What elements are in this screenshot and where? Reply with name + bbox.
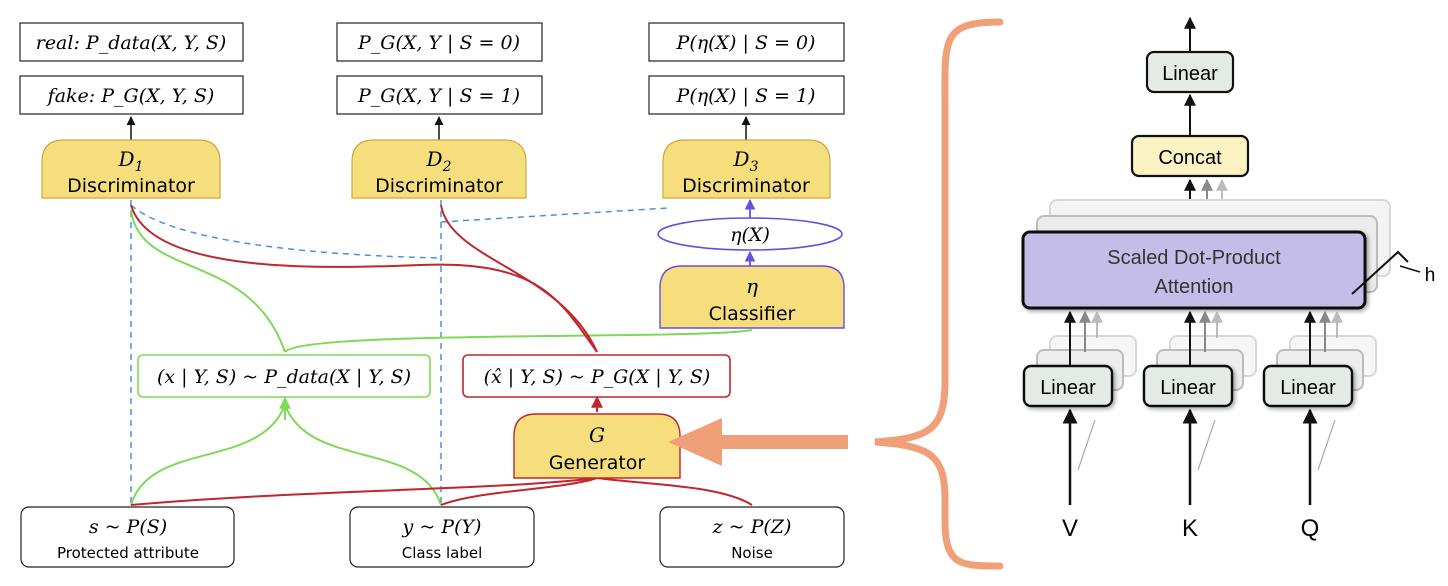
generator-label: Generator: [549, 452, 646, 474]
generator-symbol: G: [589, 423, 605, 447]
output-box-d1-real: real: P_data(X, Y, S): [19, 22, 244, 62]
output-box-d2-s1: P_G(X, Y | S = 1): [336, 75, 543, 115]
curly-brace: [874, 18, 1004, 570]
concat-text: Concat: [1158, 147, 1222, 169]
linear-k-box: Linear: [1142, 364, 1234, 408]
output-box-d1-fake: fake: P_G(X, Y, S): [19, 75, 244, 115]
output-d3-s1-text: P(η(X) | S = 1): [676, 85, 816, 107]
arrows-linear-to-attention: [1064, 310, 1343, 366]
attention-text-line2: Attention: [1155, 276, 1234, 298]
classifier-label: Classifier: [709, 303, 796, 325]
real-sample-text: (x | Y, S) ~ P_data(X | Y, S): [157, 366, 411, 388]
input-z-formula: z ~ P(Z): [712, 516, 792, 538]
input-y-formula: y ~ P(Y): [402, 516, 482, 538]
generator-box: G Generator: [513, 413, 681, 479]
d1-label: Discriminator: [67, 175, 195, 197]
d2-label: Discriminator: [375, 175, 503, 197]
heads-tick: [1399, 265, 1421, 273]
output-d1-fake-text: fake: P_G(X, Y, S): [46, 85, 215, 107]
linear-k-text: Linear: [1160, 377, 1216, 399]
attention-text-line1: Scaled Dot-Product: [1107, 247, 1281, 269]
concat-box: Concat: [1130, 134, 1250, 178]
d3-label: Discriminator: [682, 175, 810, 197]
eta-output-ellipse: η(X): [657, 217, 843, 251]
output-d3-s0-text: P(η(X) | S = 0): [676, 32, 816, 54]
fake-sample-box: (x̂ | Y, S) ~ P_G(X | Y, S): [462, 354, 731, 398]
input-z-label: Noise: [731, 544, 773, 562]
output-d2-s0-text: P_G(X, Y | S = 0): [357, 32, 520, 54]
discriminator-d2: D2 Discriminator: [351, 139, 527, 199]
linear-v-box: Linear: [1022, 364, 1114, 408]
output-box-d3-s1: P(η(X) | S = 1): [648, 75, 845, 115]
input-s-formula: s ~ P(S): [89, 516, 167, 538]
linear-q-text: Linear: [1280, 377, 1336, 399]
arrows-inputs-to-linear: [1062, 408, 1318, 505]
red-fake-curves: [130, 204, 753, 506]
linear-top-text: Linear: [1162, 63, 1218, 85]
input-s-label: Protected attribute: [57, 544, 199, 562]
discriminator-d1: D1 Discriminator: [41, 139, 221, 199]
output-d2-s1-text: P_G(X, Y | S = 1): [357, 85, 520, 107]
heads-bracket: [1351, 250, 1409, 295]
attention-box: Scaled Dot-Product Attention: [1021, 230, 1367, 310]
d2-symbol: D2: [426, 147, 452, 175]
linear-top-box: Linear: [1145, 50, 1235, 94]
arrows-inputs-shadow: [1077, 419, 1336, 471]
classifier-box: η Classifier: [659, 265, 845, 329]
input-v-label: V: [1062, 515, 1078, 542]
classifier-symbol: η: [746, 274, 758, 298]
input-box-class-label: y ~ P(Y) Class label: [349, 506, 535, 568]
linear-q-box: Linear: [1262, 364, 1354, 408]
input-k-label: K: [1182, 515, 1198, 542]
blue-dashed-connectors: [130, 200, 669, 505]
output-box-d3-s0: P(η(X) | S = 0): [648, 22, 845, 62]
input-box-protected-attribute: s ~ P(S) Protected attribute: [20, 506, 235, 568]
orange-arrow: [668, 418, 848, 466]
input-y-label: Class label: [402, 544, 483, 562]
linear-v-text: Linear: [1040, 377, 1096, 399]
eta-output-text: η(X): [730, 224, 770, 246]
output-d1-real-text: real: P_data(X, Y, S): [36, 32, 227, 54]
heads-label: h: [1425, 265, 1436, 286]
input-q-label: Q: [1301, 515, 1320, 542]
fake-sample-text: (x̂ | Y, S) ~ P_G(X | Y, S): [484, 366, 711, 388]
green-real-curves: [130, 209, 753, 506]
input-box-noise: z ~ P(Z) Noise: [659, 506, 845, 568]
real-sample-box: (x | Y, S) ~ P_data(X | Y, S): [137, 354, 431, 398]
d1-symbol: D1: [118, 147, 144, 175]
discriminator-d3: D3 Discriminator: [662, 139, 831, 199]
output-box-d2-s0: P_G(X, Y | S = 0): [336, 22, 543, 62]
d3-symbol: D3: [733, 147, 759, 175]
